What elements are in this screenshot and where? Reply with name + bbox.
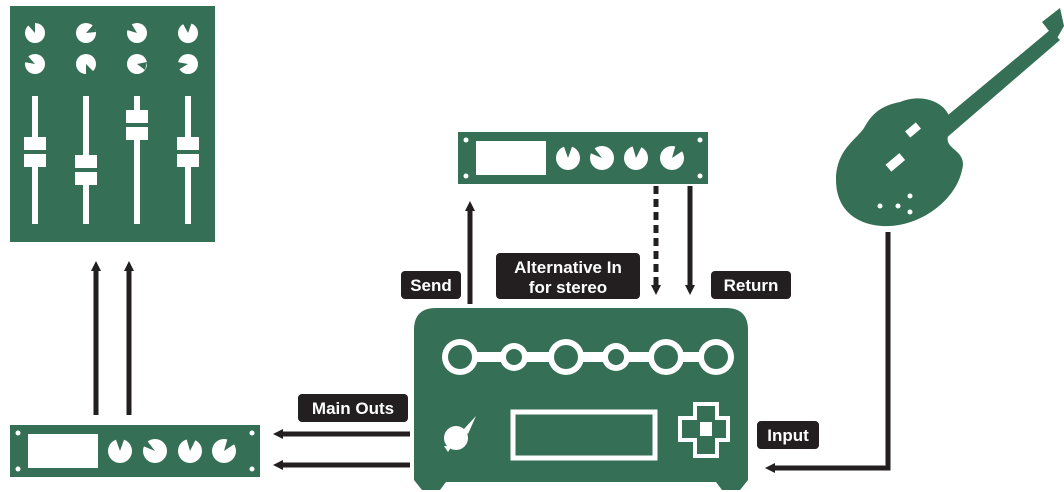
- arrow-guitar-input: [765, 232, 891, 473]
- rack-audio-interface-icon: [10, 425, 260, 477]
- knob-icon: [444, 416, 476, 452]
- signal-arrows: [91, 186, 891, 473]
- rack-effects-unit-icon: [458, 132, 708, 184]
- label-main-outs: Main Outs: [298, 394, 408, 422]
- label-main-outs-text: Main Outs: [312, 399, 394, 418]
- label-input: Input: [757, 421, 819, 449]
- label-alternative-in: Alternative In for stereo: [496, 253, 640, 299]
- guitar-processor-icon: [414, 308, 748, 490]
- label-return-text: Return: [724, 276, 779, 295]
- d-pad-icon: [678, 402, 730, 458]
- label-alternative-in-line2: for stereo: [529, 278, 607, 297]
- label-send: Send: [401, 271, 461, 299]
- label-send-text: Send: [410, 276, 452, 295]
- electric-guitar-icon: [836, 8, 1064, 227]
- label-input-text: Input: [767, 426, 809, 445]
- label-alternative-in-line1: Alternative In: [514, 258, 622, 277]
- mixing-console-icon: [10, 6, 215, 242]
- label-return: Return: [711, 271, 791, 299]
